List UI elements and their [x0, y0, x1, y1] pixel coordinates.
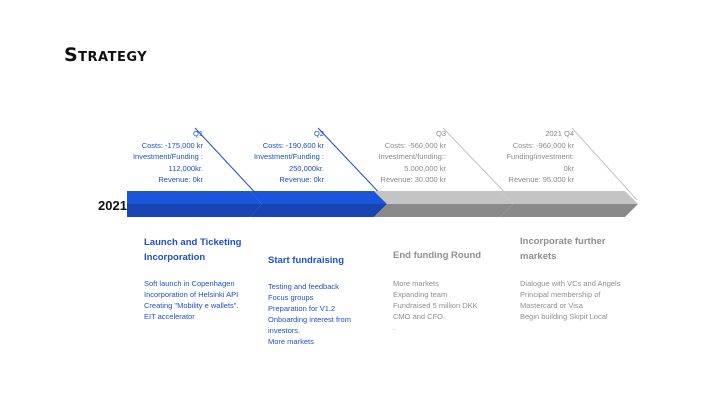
q4-items: Dialogue with VCs and Angels Principal m…: [520, 278, 620, 322]
timeline-segment-q3-top: [374, 191, 513, 204]
q3-funding-label: Investment/funding::: [378, 152, 446, 161]
q3-revenue: Revenue: 30.000 kr: [380, 175, 446, 184]
q2-costs: Costs: -190,600 kr: [262, 140, 324, 150]
q2-connector: [317, 127, 387, 201]
list-item: Mastercard or Visa: [520, 301, 583, 310]
timeline-segment-q1-bottom: [127, 204, 262, 217]
list-item: Focus groups: [268, 293, 314, 302]
q2-label: Q2: [313, 129, 324, 138]
list-item: Expanding team: [393, 290, 448, 299]
q1-funding-label: Investment/Funding :: [132, 152, 203, 161]
q4-funding-value: 0kr: [563, 163, 574, 173]
list-item: Fundraised 5 million DKK: [393, 301, 478, 310]
q2-funding-label: Investment/Funding :: [253, 152, 324, 161]
timeline-segment-q4-bottom: [500, 204, 638, 217]
list-item: More markets: [268, 337, 314, 346]
timeline-segment-q2-top: [250, 191, 387, 204]
q3-info: Q3 Costs: -560,000 kr Investment/funding…: [378, 128, 446, 186]
q1-items: Soft launch in Copenhagen Incorporation …: [144, 278, 239, 322]
q2-funding-value: 250,000kr.: [288, 163, 324, 173]
q2-info: Q2 Costs: -190,600 kr Investment/Funding…: [254, 128, 324, 186]
q2-revenue: Revenue: 0kr: [279, 175, 324, 184]
q3-connector: [442, 127, 513, 201]
list-item: More markets: [393, 279, 439, 288]
q3-label: Q3: [435, 129, 446, 138]
q4-funding-label: Funding/investment:: [506, 152, 574, 161]
q1-info: Q1 Costs: -175,000 kr Investment/Funding…: [133, 128, 203, 186]
q3-heading-line1: End funding Round: [393, 250, 482, 261]
q1-label: Q1: [192, 129, 203, 138]
list-item: Testing and feedback: [268, 282, 339, 291]
q3-items: More markets Expanding team Fundraised 5…: [393, 278, 478, 333]
q1-connector: [194, 127, 263, 201]
list-item: Soft launch in Copenhagen: [144, 279, 235, 288]
q4-label: 2021 Q4: [545, 129, 574, 138]
q3-heading: End funding Round: [393, 248, 481, 263]
list-item: Creating "Mobility e wallets".: [144, 301, 239, 310]
q4-heading: Incorporate further markets: [520, 234, 606, 264]
q1-heading: Launch and Ticketing Incorporation: [144, 235, 241, 265]
q3-costs: Costs: -560,000 kr: [384, 140, 446, 150]
timeline-segment-q3-bottom: [374, 204, 513, 217]
page-title: Strategy: [64, 44, 148, 66]
q4-revenue: Revenue: 95.000 kr: [508, 175, 574, 184]
q2-heading-line1: Start fundraising: [268, 255, 345, 266]
list-item: Preparation for V1.2: [268, 304, 336, 313]
q2-heading: Start fundraising: [268, 253, 344, 268]
list-item: .: [393, 323, 396, 332]
q4-info: 2021 Q4 Costs: -960,000 kr Funding/inves…: [506, 128, 574, 186]
q4-heading-line1: Incorporate further: [520, 236, 606, 247]
list-item: EIT accelerator: [144, 312, 195, 321]
timeline-segment-q4-top: [500, 191, 638, 204]
list-item: CMO and CFO.: [393, 312, 446, 321]
list-item: Incorporation of Helsinki API: [144, 290, 239, 299]
list-item: Dialogue with VCs and Angels: [520, 279, 621, 288]
q1-heading-line2: Incorporation: [144, 252, 206, 263]
list-item: Begin building Skipit Local: [520, 312, 608, 321]
timeline-segment-q2-bottom: [250, 204, 387, 217]
q4-connector: [571, 127, 638, 201]
year-label: 2021: [98, 198, 127, 213]
q1-heading-line1: Launch and Ticketing: [144, 237, 242, 248]
list-item: Principal membership of: [520, 290, 601, 299]
q4-costs: Costs: -960,000 kr: [512, 140, 574, 150]
list-item: Onboarding interest from: [268, 315, 351, 324]
list-item: investors.: [268, 326, 301, 335]
q2-items: Testing and feedback Focus groups Prepar…: [268, 281, 351, 347]
q1-costs: Costs: -175,000 kr: [141, 140, 203, 150]
timeline-segment-q1-top: [127, 191, 262, 204]
q1-revenue: Revenue: 0kr: [158, 175, 203, 184]
q1-funding-value: 112,000kr.: [168, 163, 203, 173]
q3-funding-value: 5.000,000 kr: [404, 163, 446, 173]
q4-heading-line2: markets: [520, 251, 557, 262]
